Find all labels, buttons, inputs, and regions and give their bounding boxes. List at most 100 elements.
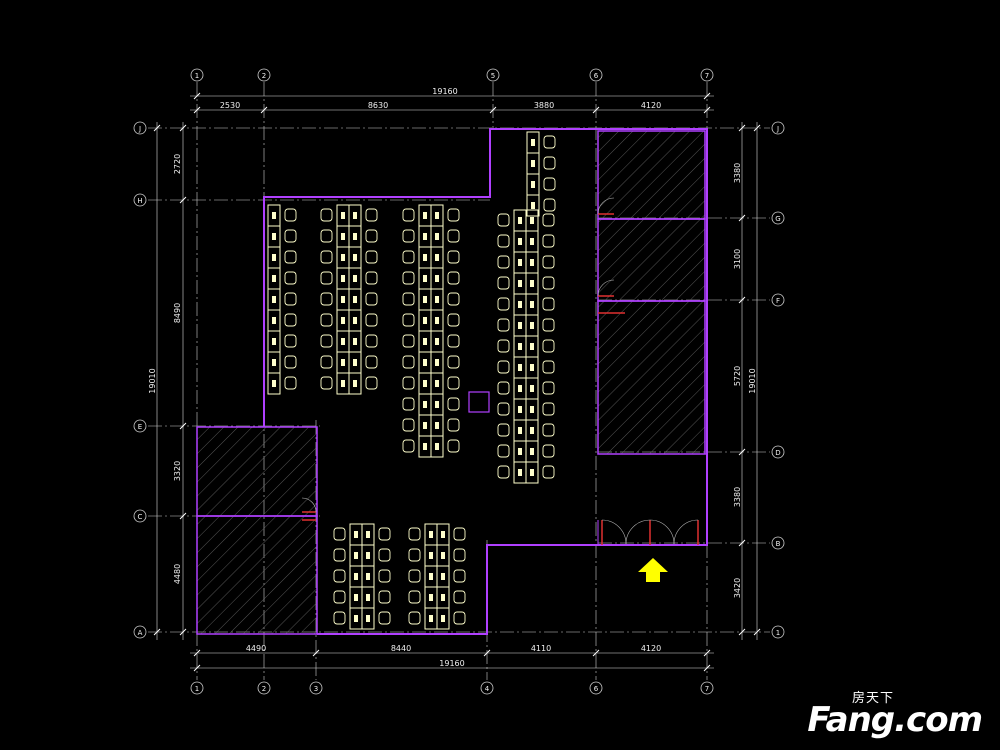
monitor-icon xyxy=(353,338,357,345)
monitor-icon xyxy=(423,212,427,219)
chair-icon xyxy=(447,271,460,285)
chair-icon xyxy=(542,423,555,437)
monitor-icon xyxy=(518,280,522,287)
monitor-icon xyxy=(530,448,534,455)
monitor-icon xyxy=(435,212,439,219)
monitor-icon xyxy=(435,422,439,429)
chair-icon xyxy=(408,611,421,625)
chair-icon xyxy=(365,271,378,285)
monitor-icon xyxy=(441,594,445,601)
monitor-icon xyxy=(423,338,427,345)
monitor-icon xyxy=(341,317,345,324)
monitor-icon xyxy=(423,275,427,282)
monitor-icon xyxy=(435,317,439,324)
axis-label-left: J xyxy=(138,125,141,133)
chair-icon xyxy=(542,234,555,248)
room-left-lower xyxy=(196,515,318,635)
chair-icon xyxy=(378,611,391,625)
axis-label-right: G xyxy=(775,215,780,223)
chair-icon xyxy=(543,177,556,191)
chair-icon xyxy=(447,250,460,264)
monitor-icon xyxy=(429,531,433,538)
monitor-icon xyxy=(341,233,345,240)
workstations xyxy=(267,131,556,630)
dim-right-seg: 3100 xyxy=(733,249,742,269)
monitor-icon xyxy=(518,469,522,476)
chair-icon xyxy=(320,292,333,306)
monitor-icon xyxy=(435,401,439,408)
monitor-icon xyxy=(530,322,534,329)
chair-icon xyxy=(402,271,415,285)
axis-label-bottom: 4 xyxy=(485,685,490,693)
chair-icon xyxy=(284,229,297,243)
dim-left-total: 19010 xyxy=(148,368,157,393)
axis-label-left: E xyxy=(138,423,142,431)
chair-icon xyxy=(365,355,378,369)
monitor-icon xyxy=(435,338,439,345)
monitor-icon xyxy=(531,139,535,146)
axis-label-bottom: 2 xyxy=(262,685,266,693)
monitor-icon xyxy=(366,615,370,622)
dim-right-seg: 5720 xyxy=(733,366,742,386)
monitor-icon xyxy=(530,427,534,434)
monitor-icon xyxy=(435,443,439,450)
dimension-lines xyxy=(156,95,758,669)
desk xyxy=(525,461,539,484)
monitor-icon xyxy=(353,317,357,324)
chair-icon xyxy=(497,465,510,479)
monitor-icon xyxy=(441,615,445,622)
chair-icon xyxy=(333,548,346,562)
monitor-icon xyxy=(341,359,345,366)
chair-icon xyxy=(543,198,556,212)
axis-label-right: 1 xyxy=(776,629,780,637)
chair-icon xyxy=(378,590,391,604)
monitor-icon xyxy=(531,181,535,188)
monitor-icon xyxy=(423,296,427,303)
monitor-icon xyxy=(341,275,345,282)
chair-icon xyxy=(497,318,510,332)
chair-icon xyxy=(497,213,510,227)
monitor-icon xyxy=(272,275,276,282)
monitor-icon xyxy=(423,254,427,261)
chair-icon xyxy=(447,397,460,411)
dimension-texts: 19160 2530 8630 3880 4120 4490 8440 4110… xyxy=(148,87,757,668)
chair-icon xyxy=(365,208,378,222)
monitor-icon xyxy=(518,301,522,308)
axis-label-bottom: 7 xyxy=(705,685,709,693)
chair-icon xyxy=(542,360,555,374)
chair-icon xyxy=(320,250,333,264)
dim-left-seg: 8490 xyxy=(173,303,182,323)
monitor-icon xyxy=(435,233,439,240)
room-lower-right xyxy=(597,300,706,455)
monitor-icon xyxy=(429,615,433,622)
monitor-icon xyxy=(518,427,522,434)
chair-icon xyxy=(542,381,555,395)
chair-icon xyxy=(497,276,510,290)
monitor-icon xyxy=(518,385,522,392)
chair-icon xyxy=(320,271,333,285)
monitor-icon xyxy=(423,317,427,324)
dim-right-total: 19010 xyxy=(748,368,757,393)
monitor-icon xyxy=(530,259,534,266)
monitor-icon xyxy=(354,615,358,622)
chair-icon xyxy=(284,355,297,369)
chair-icon xyxy=(365,313,378,327)
monitor-icon xyxy=(341,338,345,345)
monitor-icon xyxy=(366,531,370,538)
chair-icon xyxy=(543,135,556,149)
monitor-icon xyxy=(353,359,357,366)
chair-icon xyxy=(320,313,333,327)
chair-icon xyxy=(365,376,378,390)
monitor-icon xyxy=(518,217,522,224)
chair-icon xyxy=(284,271,297,285)
axis-label-bottom: 1 xyxy=(195,685,199,693)
dim-left-seg: 4480 xyxy=(173,564,182,584)
chair-icon xyxy=(542,465,555,479)
chair-icon xyxy=(320,355,333,369)
dim-right-seg: 3380 xyxy=(733,487,742,507)
monitor-icon xyxy=(530,301,534,308)
dim-right-seg: 3420 xyxy=(733,578,742,598)
monitor-icon xyxy=(530,406,534,413)
dim-bottom-seg: 4490 xyxy=(246,644,266,653)
